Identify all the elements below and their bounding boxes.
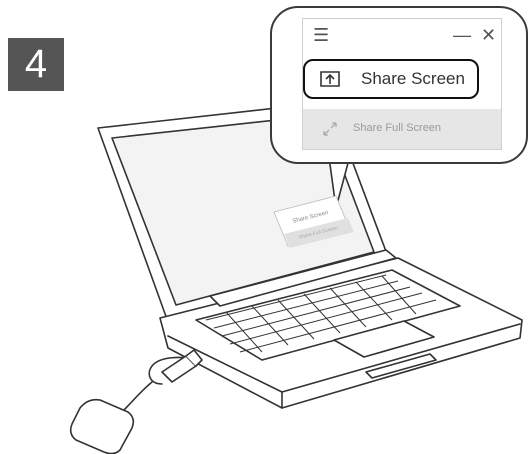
share-screen-icon — [317, 68, 343, 95]
panel-titlebar: ☰ — ✕ — [303, 19, 501, 53]
minimize-icon[interactable]: — — [453, 25, 471, 45]
share-screen-label: Share Screen — [361, 69, 465, 89]
share-screen-button[interactable]: Share Screen — [303, 59, 479, 99]
zoom-callout: ☰ — ✕ Share Screen Share Full Screen — [270, 6, 528, 164]
wireless-dongle — [71, 400, 134, 454]
share-app-panel: ☰ — ✕ Share Screen Share Full Screen — [302, 18, 502, 150]
menu-icon[interactable]: ☰ — [313, 25, 329, 45]
share-full-screen-button[interactable]: Share Full Screen — [303, 109, 501, 149]
share-full-screen-label: Share Full Screen — [353, 122, 441, 134]
close-icon[interactable]: ✕ — [481, 25, 496, 45]
full-screen-icon — [321, 120, 339, 143]
